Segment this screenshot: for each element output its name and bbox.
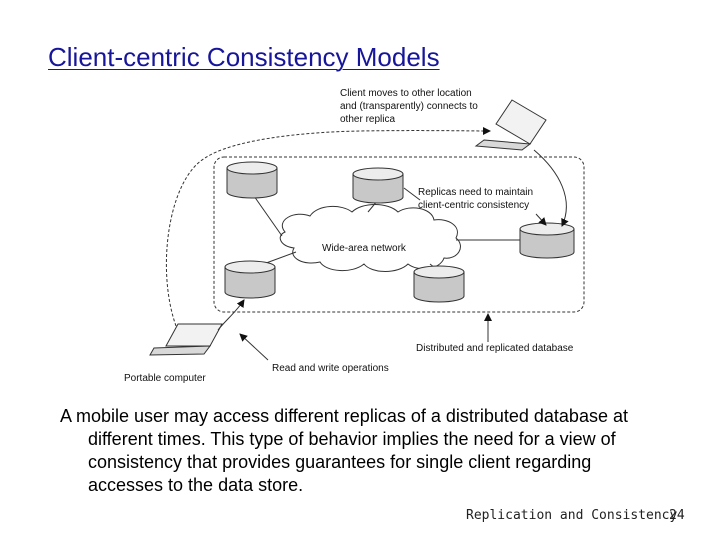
slide-body: A mobile user may access different repli… (60, 405, 660, 497)
network-label: Wide-area network (322, 243, 407, 254)
read-write-arrow (217, 299, 245, 331)
laptop-icon (149, 323, 223, 356)
slide-title: Client-centric Consistency Models (48, 42, 440, 72)
consistency-diagram: Wide-area network (124, 88, 585, 384)
svg-text:Client moves to other location: Client moves to other location (340, 88, 472, 99)
laptop-icon (474, 99, 547, 151)
label-distributed-database: Distributed and replicated database (416, 343, 574, 354)
callout-arrow (535, 213, 547, 226)
label-client-moves: Client moves to other location and (tran… (340, 88, 478, 125)
svg-text:Read and write operations: Read and write operations (272, 363, 389, 374)
database-replica (519, 222, 575, 259)
label-replicas-need: Replicas need to maintain client-centric… (418, 187, 533, 211)
svg-text:client-centric consistency: client-centric consistency (418, 200, 529, 211)
client-movement-path (165, 126, 491, 327)
svg-text:and (transparently) connects t: and (transparently) connects to (340, 101, 478, 112)
body-paragraph: A mobile user may access different repli… (60, 406, 628, 495)
label-read-write: Read and write operations (272, 363, 389, 374)
footer-label: Replication and Consistency (466, 508, 678, 523)
svg-text:Wide-area network: Wide-area network (322, 243, 407, 254)
label-portable-computer: Portable computer (124, 373, 206, 384)
svg-text:other replica: other replica (340, 114, 395, 125)
svg-text:Replicas need to maintain: Replicas need to maintain (418, 187, 533, 198)
database-boundary (213, 156, 585, 313)
database-replica (224, 260, 276, 299)
caption-arrow (403, 187, 421, 201)
read-write-arrow (239, 333, 269, 361)
database-replica (226, 161, 278, 199)
database-replica (413, 265, 465, 303)
svg-text:Distributed and replicated dat: Distributed and replicated database (416, 343, 574, 354)
svg-text:Portable computer: Portable computer (124, 373, 206, 384)
page-number: 24 (669, 508, 685, 523)
database-replica (352, 167, 404, 204)
reconnect-arrow (533, 149, 569, 227)
network-cloud (279, 204, 461, 272)
